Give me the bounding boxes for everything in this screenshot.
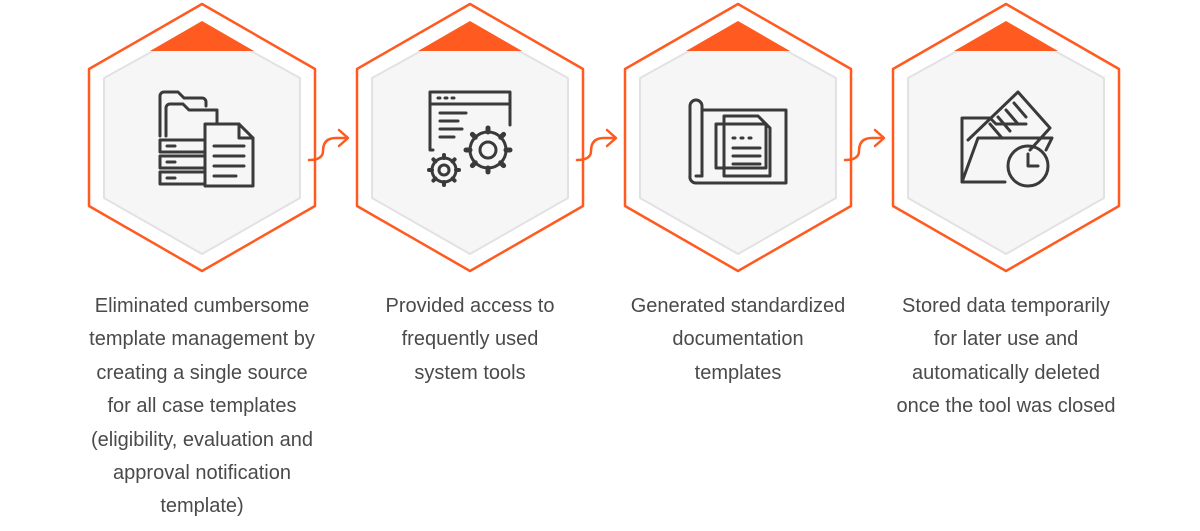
step-3-line: Generated standardized: [630, 295, 846, 317]
step-1-line: for all case templates: [107, 395, 297, 418]
step-4-top-marker: [954, 21, 1058, 51]
folder-documents-database-icon: [158, 90, 255, 188]
folder-paper-clock-icon: [960, 90, 1054, 188]
browser-window-gears-icon: [427, 90, 513, 187]
step-2-top-marker: [418, 21, 522, 51]
arrow-right-icon: [843, 128, 886, 162]
step-4-line: for later use and: [933, 328, 1079, 351]
step-4-line: once the tool was closed: [896, 395, 1116, 418]
step-3-description: Generated standardized documentation tem…: [608, 290, 868, 390]
step-3-hexagon: [623, 2, 853, 273]
step-2-line: system tools: [414, 361, 526, 384]
step-2-hexagon: [355, 2, 585, 273]
step-1-line: creating a single source: [96, 361, 308, 384]
step-1-line: (eligibility, evaluation and: [91, 428, 313, 451]
step-3-line: documentation: [672, 328, 804, 351]
step-1-description: Eliminated cumbersome template managemen…: [72, 290, 332, 524]
step-2-line: frequently used: [401, 328, 539, 351]
step-3-line: templates: [694, 361, 782, 384]
step-1-line: template management by: [89, 328, 315, 351]
document-blueprint-icon: [688, 98, 788, 185]
arrow-right-icon: [307, 128, 350, 162]
step-2-description: Provided access to frequently used syste…: [340, 290, 600, 390]
step-4-line: Stored data temporarily: [902, 295, 1110, 317]
step-2-line: Provided access to: [385, 295, 555, 317]
step-1-line: approval notification: [113, 462, 291, 485]
step-1-top-marker: [150, 21, 254, 51]
arrow-right-icon: [575, 128, 618, 162]
step-1-line: Eliminated cumbersome: [94, 295, 310, 317]
step-1-hexagon: [87, 2, 317, 273]
step-3-top-marker: [686, 21, 790, 51]
step-1-line: template): [160, 495, 244, 518]
step-4-description: Stored data temporarily for later use an…: [876, 290, 1136, 424]
step-4-line: automatically deleted: [912, 361, 1100, 384]
